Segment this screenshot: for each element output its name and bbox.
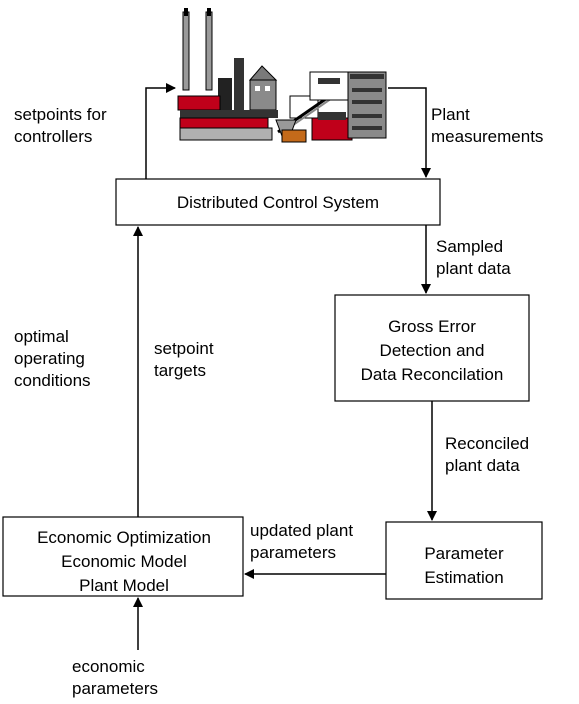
optimal-operating-conditions-label: optimal operating conditions — [14, 327, 91, 390]
gross-error-line-1: Gross Error — [388, 317, 476, 336]
gross-error-line-3: Data Reconcilation — [361, 365, 504, 384]
industrial-plant-icon — [177, 8, 387, 143]
sampled-plant-data-label: Sampled plant data — [436, 237, 511, 278]
economic-optimization-line-3: Plant Model — [79, 576, 169, 595]
setpoints-for-controllers-label: setpoints for controllers — [14, 105, 107, 146]
gross-error-line-2: Detection and — [380, 341, 485, 360]
plant-measurements-label: Plant measurements — [431, 105, 544, 146]
parameter-estimation-line-1: Parameter — [424, 544, 504, 563]
economic-optimization-line-2: Economic Model — [61, 552, 187, 571]
updated-plant-parameters-label: updated plant parameters — [250, 521, 354, 562]
arrow-measurements-to-dcs — [388, 87, 431, 178]
arrow-setpoints-to-plant — [145, 83, 176, 179]
economic-parameters-label: economic parameters — [72, 657, 158, 698]
reconciled-plant-data-label: Reconciled plant data — [445, 434, 530, 475]
economic-optimization-box — [2, 516, 244, 597]
parameter-estimation-box — [385, 521, 543, 600]
dcs-label: Distributed Control System — [177, 193, 379, 212]
parameter-estimation-line-2: Estimation — [424, 568, 503, 587]
economic-optimization-line-1: Economic Optimization — [37, 528, 211, 547]
dcs-box — [115, 178, 441, 226]
gross-error-box — [334, 294, 530, 402]
setpoint-targets-label: setpoint targets — [154, 339, 214, 380]
